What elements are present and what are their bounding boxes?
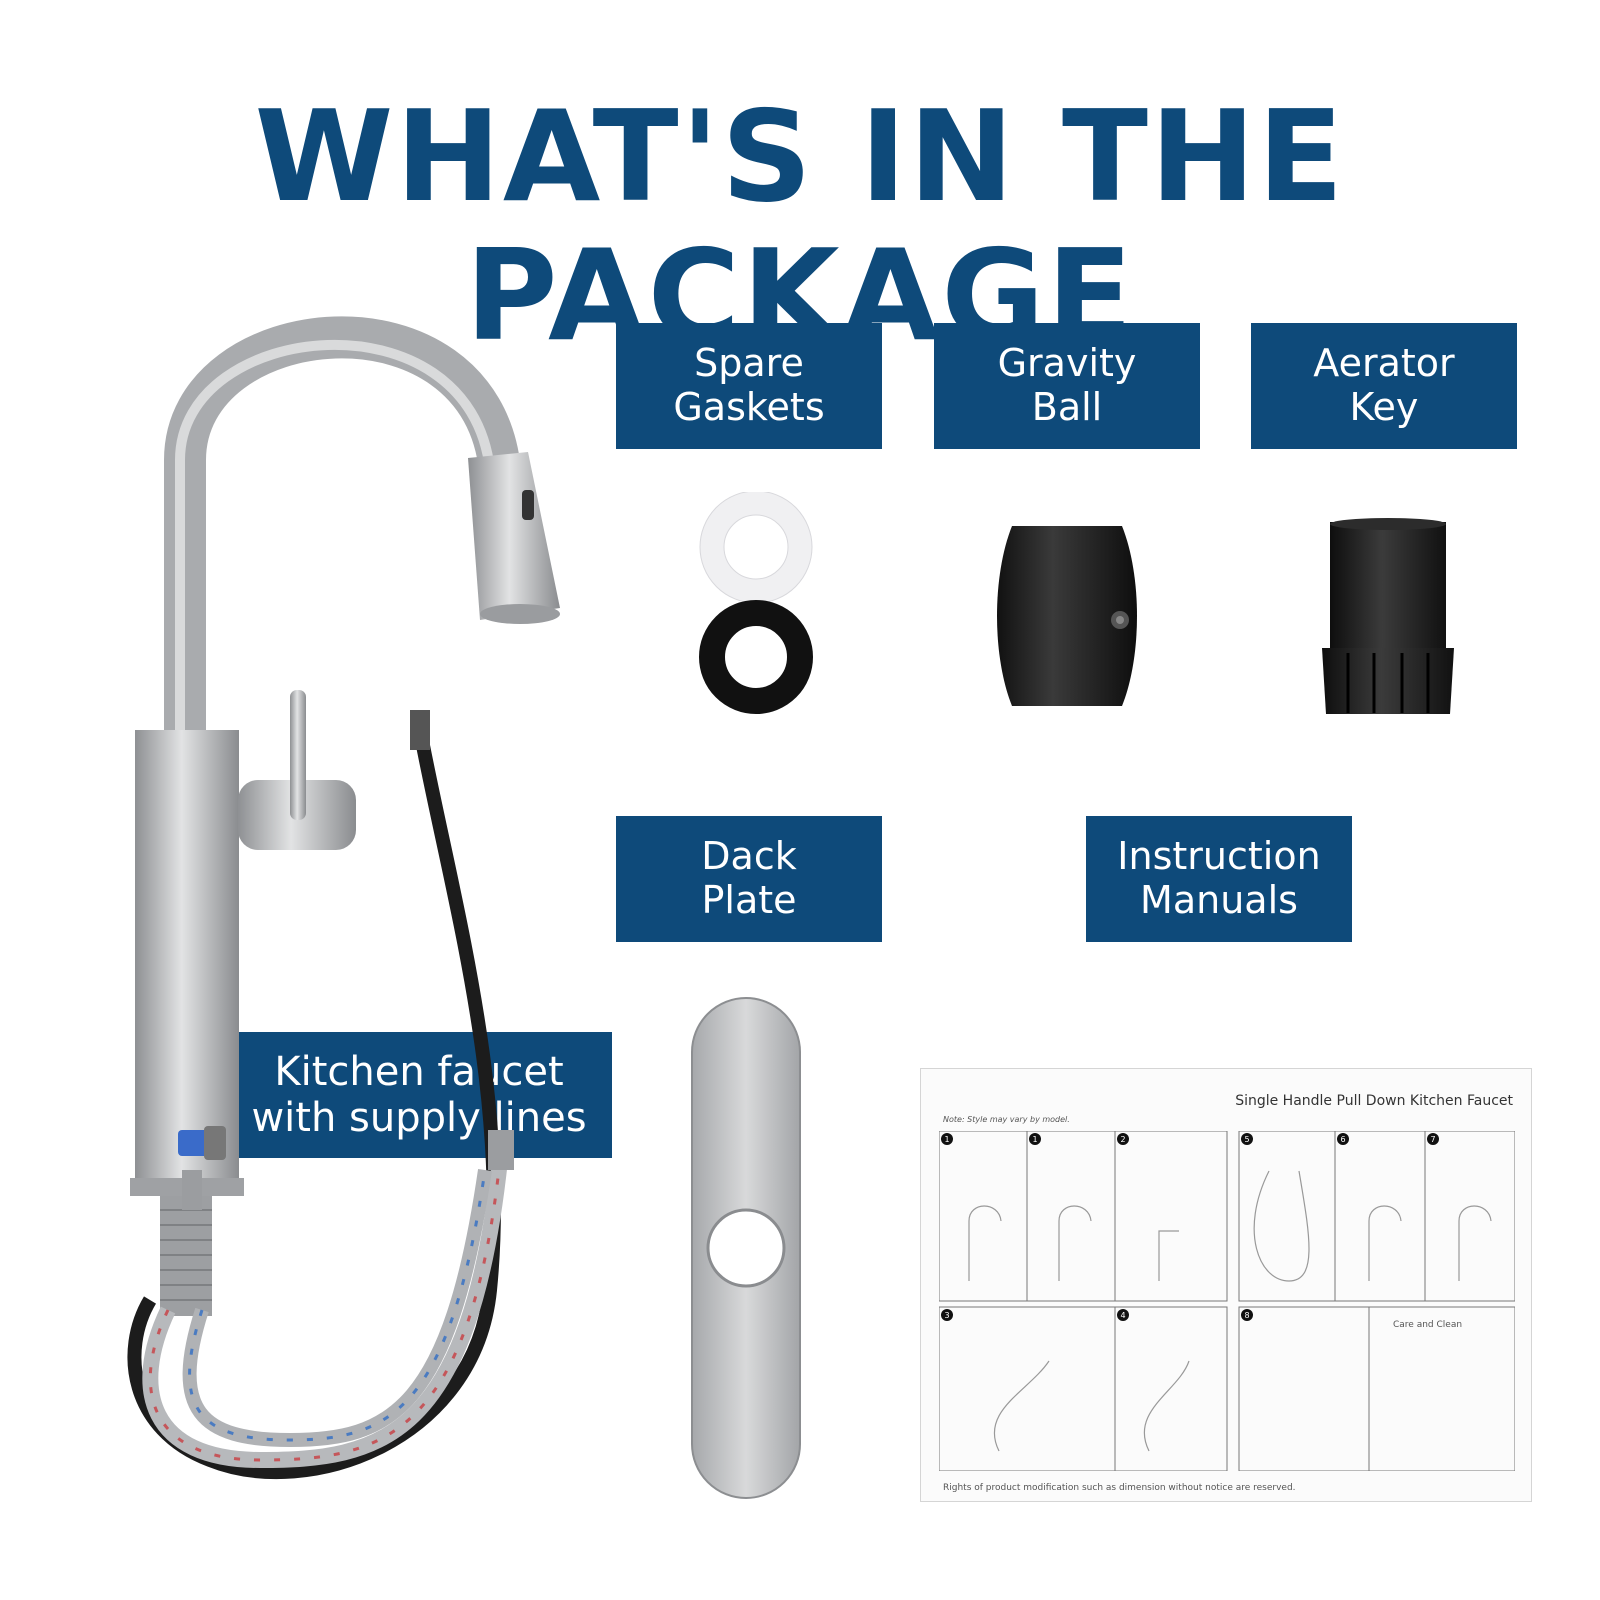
- aerator-key-image: [1322, 518, 1454, 714]
- gravity-ball-image: [997, 526, 1137, 706]
- manual-care-title: Care and Clean: [1393, 1320, 1462, 1330]
- svg-text:2: 2: [1120, 1135, 1125, 1144]
- svg-text:1: 1: [1032, 1135, 1037, 1144]
- instruction-manual-image: Single Handle Pull Down Kitchen Faucet N…: [920, 1068, 1532, 1502]
- spare-gaskets-image: [699, 492, 813, 714]
- svg-text:6: 6: [1340, 1135, 1345, 1144]
- deck-plate-image: [691, 997, 801, 1499]
- svg-text:5: 5: [1244, 1135, 1249, 1144]
- label-deck-plate: Dack Plate: [616, 816, 882, 942]
- manual-title: Single Handle Pull Down Kitchen Faucet: [1235, 1093, 1513, 1109]
- manual-note: Note: Style may vary by model.: [943, 1115, 1070, 1124]
- label-spare-gaskets: Spare Gaskets: [616, 323, 882, 449]
- svg-text:7: 7: [1430, 1135, 1435, 1144]
- svg-text:3: 3: [944, 1311, 949, 1320]
- manual-footer: Rights of product modification such as d…: [943, 1483, 1296, 1493]
- kitchen-faucet-image: [127, 316, 560, 1480]
- svg-text:1: 1: [944, 1135, 949, 1144]
- svg-text:4: 4: [1120, 1311, 1125, 1320]
- label-aerator-key: Aerator Key: [1251, 323, 1517, 449]
- page-title: WHAT'S IN THE PACKAGE: [254, 83, 1346, 369]
- label-instruction-manuals: Instruction Manuals: [1086, 816, 1352, 942]
- label-kitchen-faucet: Kitchen faucet with supply lines: [226, 1032, 612, 1158]
- label-gravity-ball: Gravity Ball: [934, 323, 1200, 449]
- svg-text:8: 8: [1244, 1311, 1249, 1320]
